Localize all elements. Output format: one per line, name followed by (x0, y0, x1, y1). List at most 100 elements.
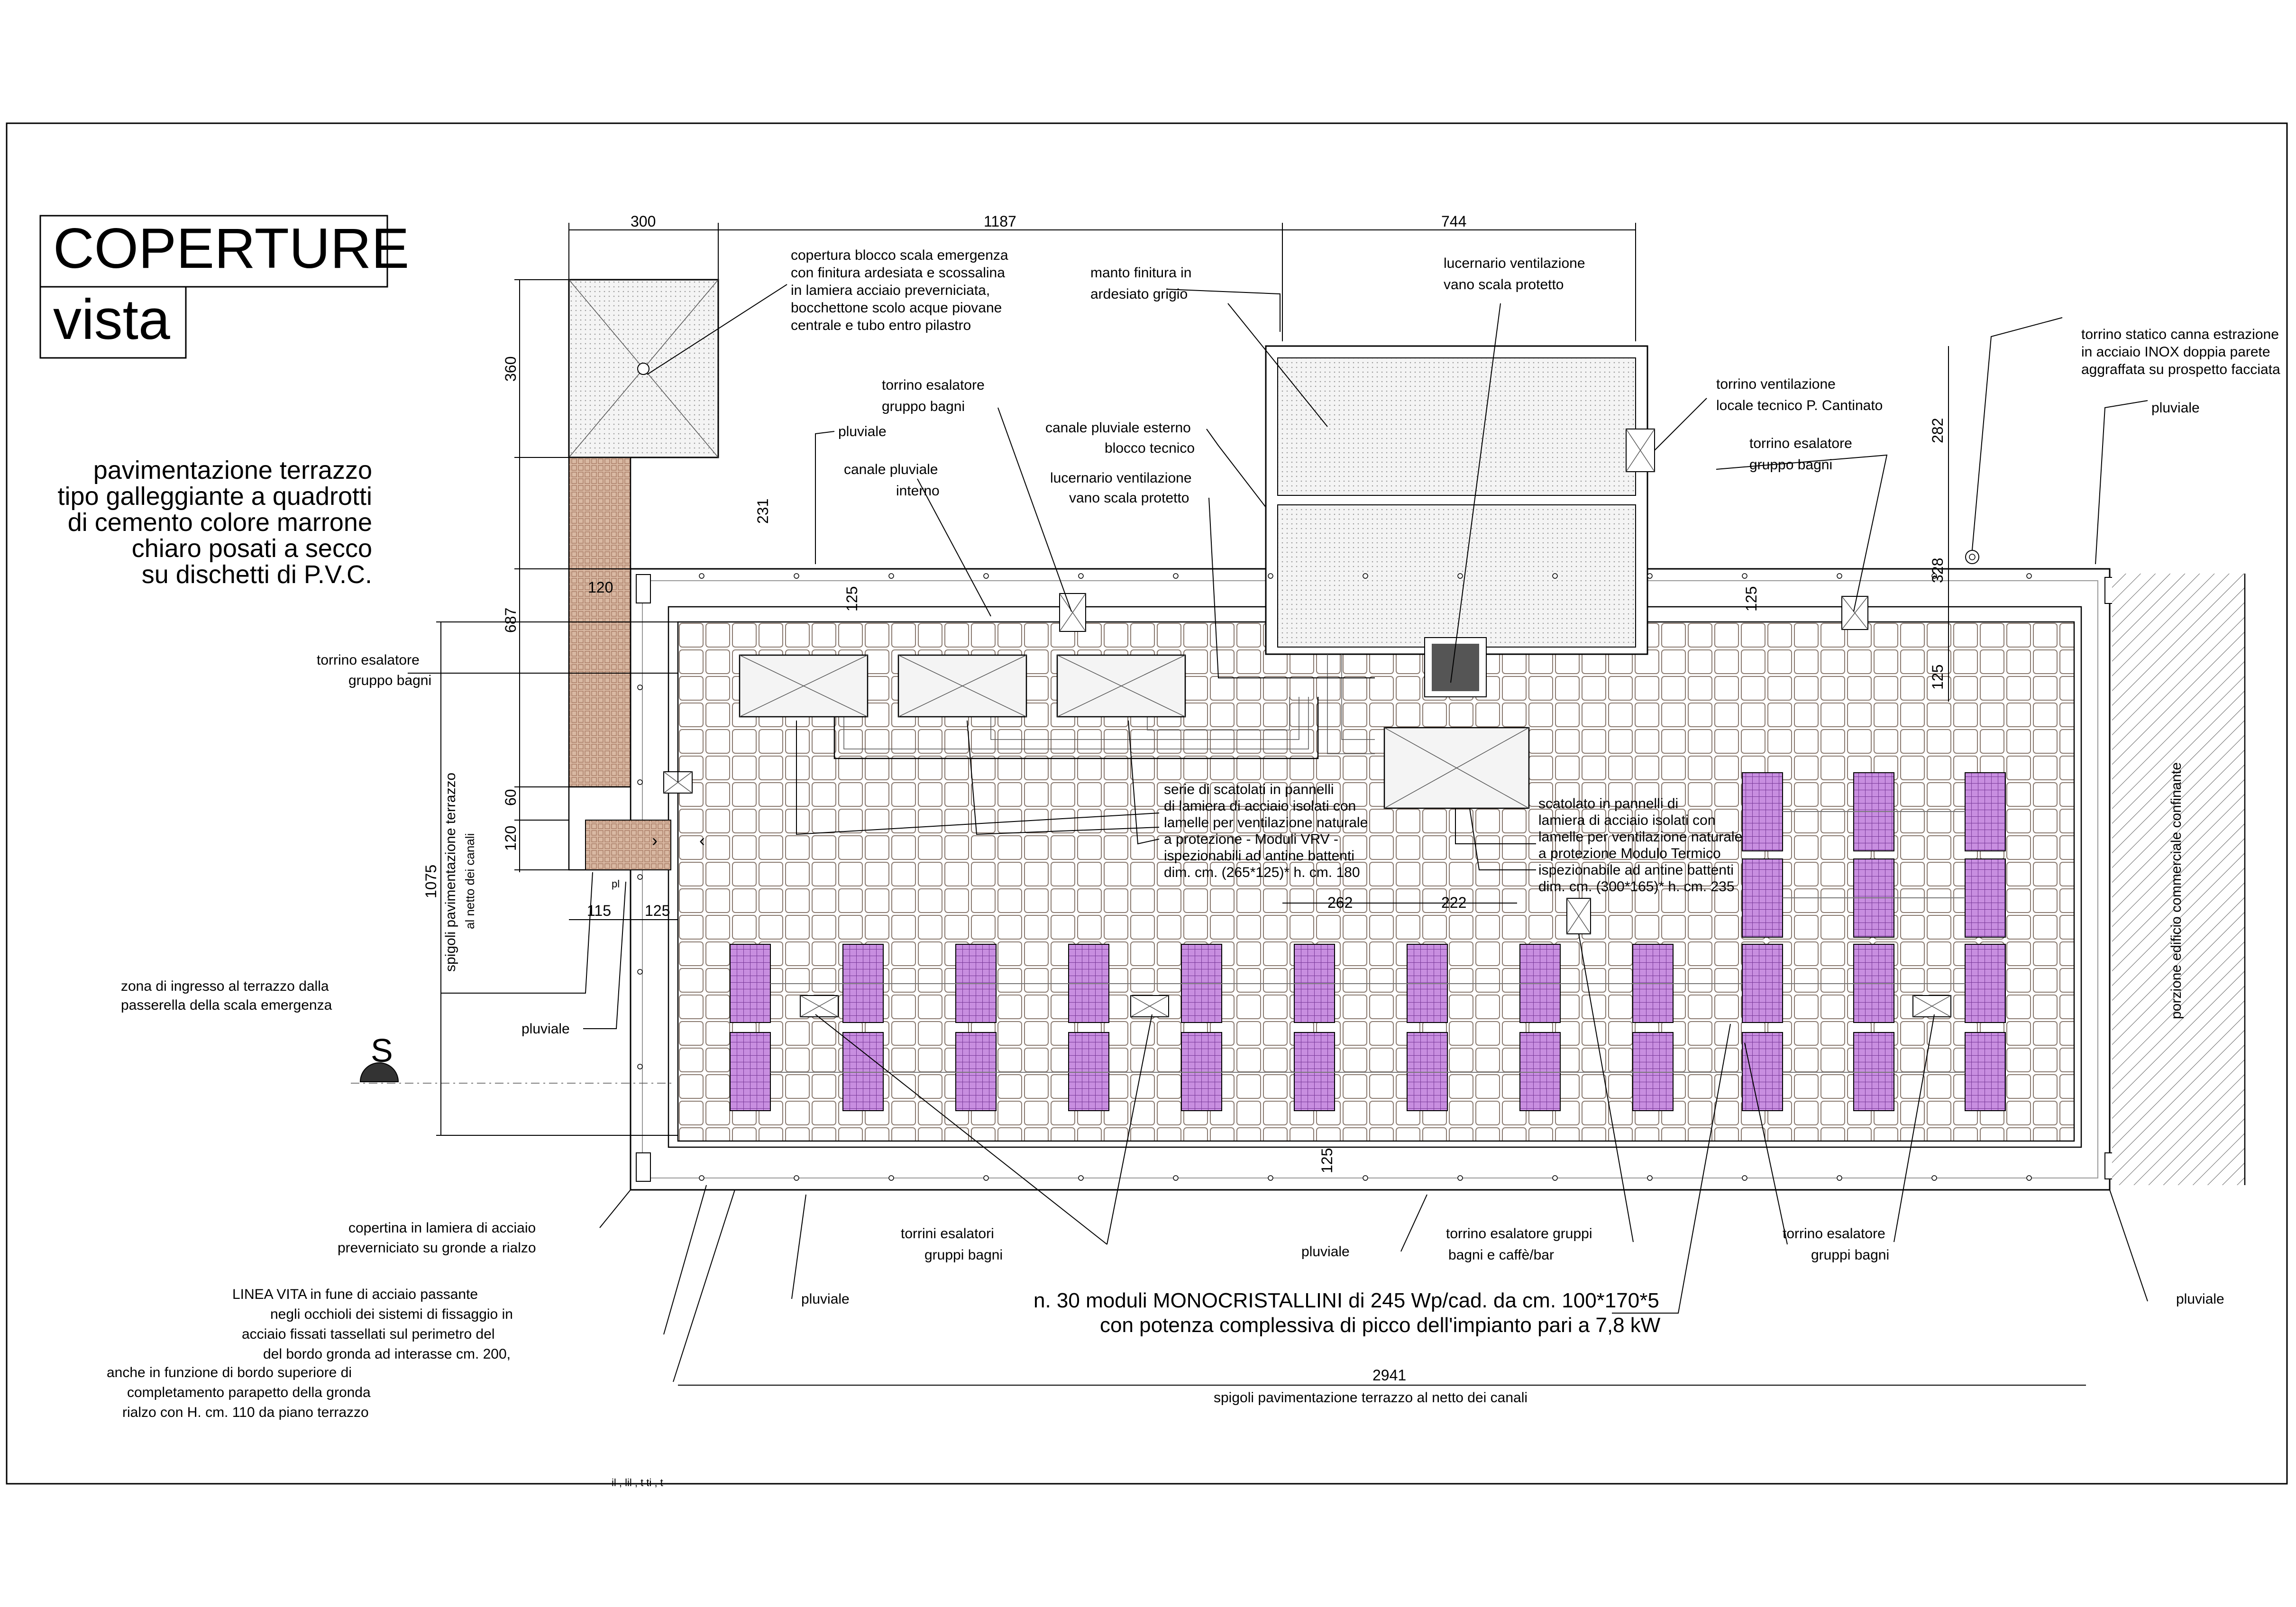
svg-text:lucernario ventilazione: lucernario ventilazione (1444, 256, 1585, 271)
svg-text:centrale e tubo entro pilastro: centrale e tubo entro pilastro (791, 318, 971, 333)
svg-text:LINEA VITA in fune di acciaio: LINEA VITA in fune di acciaio passante (232, 1287, 478, 1302)
svg-text:pluviale: pluviale (801, 1291, 850, 1307)
svg-text:125: 125 (1929, 665, 1946, 690)
svg-text:687: 687 (502, 608, 519, 633)
entry-zone (585, 820, 671, 870)
svg-text:manto finitura in: manto finitura in (1090, 265, 1191, 281)
svg-text:120: 120 (502, 826, 519, 851)
leader-lines (408, 284, 2148, 1382)
pv-panel (1965, 1032, 2006, 1111)
anchor-point (888, 573, 894, 579)
anchor-point (1742, 573, 1747, 579)
svg-text:1075: 1075 (422, 865, 439, 898)
anchor-point (1931, 1175, 1937, 1181)
anchor-point (637, 779, 643, 785)
svg-text:pluviale: pluviale (1301, 1244, 1350, 1260)
pv-panel (1965, 944, 2006, 1023)
svg-text:in lamiera acciaio prevernicia: in lamiera acciaio preverniciata, (791, 283, 990, 298)
anchor-point (794, 1175, 799, 1181)
svg-text:lamiera di acciaio isolati con: lamiera di acciaio isolati con (1538, 813, 1716, 828)
adjacent-building (2112, 574, 2245, 1185)
lucernario-dark-inner (1432, 644, 1479, 691)
linea-vita-anchors (637, 573, 2032, 1181)
svg-text:con finitura ardesiata e scoss: con finitura ardesiata e scossalina (791, 265, 1005, 281)
svg-text:gruppi bagni: gruppi bagni (924, 1247, 1003, 1263)
svg-text:262: 262 (1327, 894, 1353, 911)
anchor-point (1931, 573, 1937, 579)
svg-text:pavimentazione terrazzo: pavimentazione terrazzo (93, 456, 372, 484)
anchor-point (1078, 573, 1084, 579)
svg-text:copertura blocco scala emergen: copertura blocco scala emergenza (791, 247, 1008, 263)
pv-panel (1632, 1032, 1674, 1111)
anchor-point (1363, 573, 1368, 579)
pv-panel (1965, 772, 2006, 851)
svg-text:n. 30 moduli MONOCRISTALLINI d: n. 30 moduli MONOCRISTALLINI di 245 Wp/c… (1034, 1289, 1659, 1312)
section-symbol: S (351, 1032, 673, 1084)
anchor-point (794, 573, 799, 579)
svg-text:lamelle per ventilazione natur: lamelle per ventilazione naturale (1538, 829, 1742, 845)
svg-text:torrino ventilazione: torrino ventilazione (1716, 376, 1836, 392)
pv-panel (730, 944, 771, 1023)
svg-text:torrino esalatore: torrino esalatore (1749, 436, 1852, 451)
svg-text:passerella della scala emergen: passerella della scala emergenza (121, 997, 332, 1013)
annotations: copertura blocco scala emergenza con fin… (107, 247, 2280, 1488)
svg-text:gruppo bagni: gruppo bagni (348, 673, 431, 688)
pv-panel (1742, 858, 1783, 938)
svg-text:torrino esalatore gruppi: torrino esalatore gruppi (1446, 1226, 1592, 1242)
anchor-point (637, 1064, 643, 1069)
pv-panels (730, 772, 2006, 1111)
svg-text:lucernario ventilazione: lucernario ventilazione (1050, 470, 1192, 486)
svg-text:chiaro posati a secco: chiaro posati a secco (132, 534, 372, 563)
svg-text:torrino statico canna estrazio: torrino statico canna estrazione (2081, 327, 2279, 342)
svg-text:328: 328 (1929, 558, 1946, 583)
subtitle-box (39, 286, 187, 359)
title-sub: vista (53, 288, 170, 351)
duct-channel (833, 697, 1319, 759)
svg-text:copertina in lamiera di acciai: copertina in lamiera di acciaio (348, 1220, 536, 1236)
svg-text:125: 125 (1743, 586, 1760, 612)
entry-arrow: › (652, 831, 658, 850)
svg-text:dim. cm. (265*125)* h. cm. 180: dim. cm. (265*125)* h. cm. 180 (1164, 865, 1360, 880)
svg-text:in acciaio INOX doppia parete: in acciaio INOX doppia parete (2081, 344, 2270, 360)
svg-text:pluviale: pluviale (521, 1021, 570, 1037)
anchor-point (2026, 573, 2032, 579)
svg-text:anche in funzione di bordo sup: anche in funzione di bordo superiore di (107, 1365, 352, 1380)
dimension-lines (436, 223, 2086, 1386)
pv-panel (1853, 1032, 1894, 1111)
pv-panel (1965, 858, 2006, 938)
svg-text:bagni e caffè/bar: bagni e caffè/bar (1448, 1247, 1554, 1263)
svg-text:a protezione - Moduli VRV -: a protezione - Moduli VRV - (1164, 831, 1338, 847)
anchor-point (637, 685, 643, 690)
svg-text:gruppi bagni: gruppi bagni (1811, 1247, 1889, 1263)
anchor-point (699, 573, 704, 579)
svg-text:pluviale: pluviale (2176, 1291, 2224, 1307)
svg-text:lamelle per ventilazione natur: lamelle per ventilazione naturale (1164, 815, 1368, 831)
svg-text:1187: 1187 (984, 213, 1016, 230)
pv-panel (1068, 1032, 1109, 1111)
svg-text:125: 125 (1318, 1148, 1336, 1173)
anchor-point (637, 969, 643, 975)
svg-text:pluviale: pluviale (838, 424, 887, 439)
svg-text:ispezionabile ad antine batten: ispezionabile ad antine battenti (1538, 862, 1734, 878)
svg-text:125: 125 (645, 902, 670, 919)
svg-text:torrino esalatore: torrino esalatore (317, 652, 420, 668)
svg-text:ispezionabili ad antine batten: ispezionabili ad antine battenti (1164, 848, 1354, 864)
svg-text:spigoli pavimentazione terrazz: spigoli pavimentazione terrazzo (443, 773, 458, 972)
pv-panel (1294, 1032, 1335, 1111)
svg-text:blocco tecnico: blocco tecnico (1105, 440, 1195, 456)
svg-text:60: 60 (502, 789, 519, 806)
torrino-vents (663, 593, 1951, 1017)
svg-text:125: 125 (843, 586, 860, 612)
svg-text:120: 120 (588, 579, 613, 596)
sheet-border (6, 122, 2288, 1485)
svg-text:canale pluviale: canale pluviale (844, 462, 938, 477)
anchor-point (1552, 1175, 1558, 1181)
svg-text:negli occhioli dei sistemi di: negli occhioli dei sistemi di fissaggio … (270, 1306, 513, 1322)
svg-text:231: 231 (754, 499, 771, 524)
edificio-confinante: porzione edificio commerciale confinante (2168, 762, 2184, 1019)
svg-text:torrino esalatore: torrino esalatore (882, 377, 985, 393)
manto-finish (1277, 357, 1636, 496)
anchor-point (1837, 573, 1842, 579)
svg-text:del bordo gronda ad interasse: del bordo gronda ad interasse cm. 200, (263, 1346, 511, 1362)
